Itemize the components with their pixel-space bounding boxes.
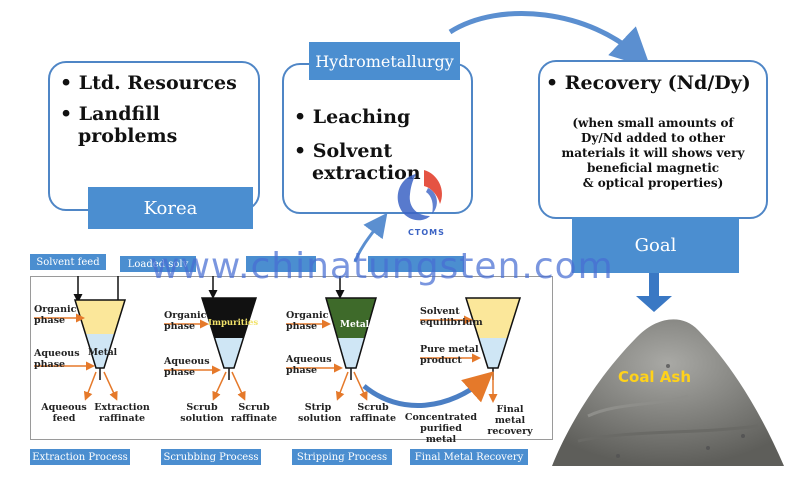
- ctoms-logo-icon: [397, 170, 443, 221]
- hydrometallurgy-title: Hydrometallurgy: [309, 42, 460, 80]
- arrow-to-hydro: [353, 212, 388, 263]
- stripping-flask: [325, 297, 377, 380]
- process-flasks: [34, 276, 522, 409]
- goal-bullet: • Recovery (Nd/Dy): [546, 72, 751, 94]
- extraction-process-label: Extraction Process: [30, 449, 130, 465]
- hydro-bullet-1: • Leaching: [294, 106, 411, 128]
- extraction-organic-label: Organic phase: [34, 304, 77, 326]
- coal-ash-label: Coal Ash: [618, 368, 692, 386]
- final-recovery-label: Final Metal Recovery: [410, 449, 528, 465]
- scrubbing-organic-label: Organic phase: [164, 310, 207, 332]
- goal-label: Goal: [572, 217, 739, 273]
- extraction-aqueous-label: Aqueous phase: [34, 348, 80, 370]
- korea-box: [48, 61, 260, 211]
- scrubbing-solution-label: Scrub solution: [180, 402, 224, 424]
- arrow-hydro-to-goal: [448, 11, 651, 69]
- extraction-feed-label: Aqueous feed: [41, 402, 87, 424]
- ctoms-logo-text: CTOMS: [408, 228, 445, 237]
- recovery-final-label: Final metal recovery: [487, 404, 533, 437]
- stripping-solution-label: Strip solution: [298, 402, 342, 424]
- stripping-organic-label: Organic phase: [286, 310, 329, 332]
- extraction-metal-label: Metal: [88, 348, 118, 358]
- recovery-flask: [464, 297, 522, 380]
- scrubbing-raffinate-label: Scrub raffinate: [230, 402, 278, 424]
- recovery-concentrated-label: Concentrated purified metal: [404, 412, 478, 445]
- watermark: www.chinatungsten.com: [150, 246, 614, 287]
- goal-note: (when small amounts of Dy/Nd added to ot…: [561, 116, 745, 190]
- recovery-pure-label: Pure metal product: [420, 344, 479, 366]
- korea-bullet-2: • Landfill problems: [60, 103, 178, 147]
- stripping-metal-label: Metal: [340, 320, 370, 330]
- stripping-aqueous-label: Aqueous phase: [286, 354, 332, 376]
- feed-bar-3: [246, 256, 316, 272]
- extraction-raffinate-label: Extraction raffinate: [94, 402, 150, 424]
- scrubbing-aqueous-label: Aqueous phase: [164, 356, 210, 378]
- stripping-process-label: Stripping Process: [292, 449, 392, 465]
- extraction-flask: [73, 299, 127, 380]
- hydro-bullet-2: • Solvent extraction: [294, 140, 421, 184]
- stripping-raffinate-label: Scrub raffinate: [349, 402, 397, 424]
- scrubbing-process-label: Scrubbing Process: [161, 449, 261, 465]
- korea-bullet-1: • Ltd. Resources: [60, 72, 237, 94]
- recovery-equilibrium-label: Solvent equilibrium: [420, 306, 483, 328]
- scrubbing-impurities-label: Impurities: [208, 318, 259, 328]
- scrubbing-flask: [200, 297, 258, 380]
- solvent-feed-label: Solvent feed: [30, 254, 106, 270]
- coal-ash-image: [552, 319, 784, 466]
- feed-bar-4: [368, 256, 464, 272]
- arrow-goal-head: [636, 296, 672, 312]
- korea-label: Korea: [88, 187, 253, 229]
- loaded-solvent-label: Loaded solv: [120, 256, 196, 272]
